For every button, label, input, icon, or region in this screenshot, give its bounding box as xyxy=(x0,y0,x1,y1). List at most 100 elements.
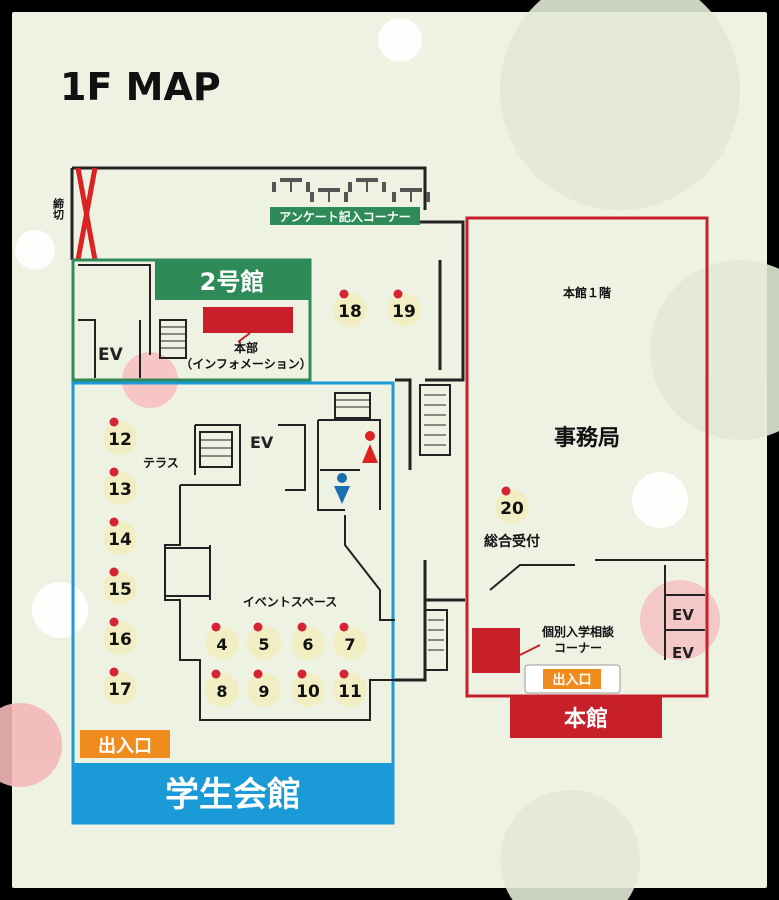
booth-dot-icon xyxy=(253,622,263,632)
booth-dot-icon xyxy=(109,417,119,427)
booth-marker xyxy=(333,673,367,707)
booth-17[interactable]: 17 xyxy=(103,667,137,706)
booth-dot-icon xyxy=(253,669,263,679)
booth-dot-icon xyxy=(297,669,307,679)
booth-dot-icon xyxy=(393,289,403,299)
table-icons xyxy=(272,178,430,202)
booth-16[interactable]: 16 xyxy=(103,617,137,656)
event-space-label: イベントスペース xyxy=(243,595,338,609)
booth-marker xyxy=(333,293,367,327)
booth-marker xyxy=(247,626,281,660)
booth-number: 20 xyxy=(500,499,524,519)
booth-marker xyxy=(205,673,239,707)
office-label: 事務局 xyxy=(554,425,620,451)
booth-number: 9 xyxy=(258,682,269,701)
student-hall-entrance-badge xyxy=(80,730,170,758)
booth-number: 12 xyxy=(108,430,132,450)
building2-banner xyxy=(155,260,310,300)
booth-19[interactable]: 19 xyxy=(387,289,421,328)
booth-14[interactable]: 14 xyxy=(103,517,137,556)
consultation-label-2: コーナー xyxy=(554,641,602,655)
consultation-desk xyxy=(472,628,520,673)
booth-number: 6 xyxy=(302,635,313,654)
booth-dot-icon xyxy=(109,567,119,577)
booth-20[interactable]: 20 xyxy=(495,486,529,525)
ev-student-hall: EV xyxy=(250,433,274,452)
main-entrance-badge xyxy=(543,669,601,689)
terrace-label: テラス xyxy=(143,456,179,470)
booth-marker xyxy=(103,471,137,505)
booth-number: 10 xyxy=(296,682,320,702)
booth-number: 4 xyxy=(216,635,227,654)
restroom-men-icon xyxy=(334,473,350,504)
booth-8[interactable]: 8 xyxy=(205,669,239,708)
booth-15[interactable]: 15 xyxy=(103,567,137,606)
booth-7[interactable]: 7 xyxy=(333,622,367,661)
student-hall-banner xyxy=(73,763,393,823)
blocked-marker xyxy=(75,167,98,261)
booth-number: 14 xyxy=(108,530,132,550)
booth-marker xyxy=(291,673,325,707)
stairs-building2 xyxy=(159,319,187,359)
booth-4[interactable]: 4 xyxy=(205,622,239,661)
booth-marker xyxy=(387,293,421,327)
booth-marker xyxy=(205,626,239,660)
booth-dot-icon xyxy=(109,617,119,627)
booth-dot-icon xyxy=(109,467,119,477)
student-hall-label: 学生会館 xyxy=(165,775,301,815)
restroom-women-icon xyxy=(362,431,378,463)
booth-marker xyxy=(291,626,325,660)
booth-12[interactable]: 12 xyxy=(103,417,137,456)
booth-marker xyxy=(333,626,367,660)
survey-corner-banner xyxy=(270,207,420,225)
blocked-label: 締切 xyxy=(52,197,65,221)
booth-marker xyxy=(495,490,529,524)
hq-sublabel: （インフォメーション） xyxy=(180,356,311,371)
hq-desk xyxy=(203,307,293,333)
stairs-corridor xyxy=(424,394,446,651)
ev-building2: EV xyxy=(98,345,124,365)
booth-number: 11 xyxy=(338,682,362,702)
booth-dot-icon xyxy=(339,289,349,299)
building2-label: 2号館 xyxy=(200,268,265,296)
reception-label: 総合受付 xyxy=(484,533,540,550)
booth-number: 15 xyxy=(108,580,132,600)
map-title: 1F MAP xyxy=(60,65,221,109)
booth-number: 5 xyxy=(258,635,269,654)
booth-number: 13 xyxy=(108,480,132,500)
booth-11[interactable]: 11 xyxy=(333,669,367,708)
booth-13[interactable]: 13 xyxy=(103,467,137,506)
main-building-banner xyxy=(510,696,662,738)
booth-marker xyxy=(103,621,137,655)
hq-label: 本部 xyxy=(234,340,258,355)
booth-10[interactable]: 10 xyxy=(291,669,325,708)
main-floor-label: 本館１階 xyxy=(563,285,611,300)
booth-marker xyxy=(103,421,137,455)
booth-dot-icon xyxy=(211,669,221,679)
booth-number: 17 xyxy=(108,680,132,700)
booth-number: 19 xyxy=(392,302,416,322)
booth-marker xyxy=(103,571,137,605)
booth-dot-icon xyxy=(339,669,349,679)
booth-number: 7 xyxy=(344,635,355,654)
ev-main-1: EV xyxy=(672,606,694,624)
ev-main-2: EV xyxy=(672,644,694,662)
booth-number: 16 xyxy=(108,630,132,650)
booth-dot-icon xyxy=(339,622,349,632)
corridor-walls xyxy=(70,166,465,682)
booth-dot-icon xyxy=(211,622,221,632)
booth-18[interactable]: 18 xyxy=(333,289,367,328)
main-entrance-label: 出入口 xyxy=(552,672,591,688)
main-building-label: 本館 xyxy=(564,706,608,732)
booth-6[interactable]: 6 xyxy=(291,622,325,661)
booth-9[interactable]: 9 xyxy=(247,669,281,708)
booth-dot-icon xyxy=(501,486,511,496)
survey-corner-label: アンケート記入コーナー xyxy=(279,209,411,224)
booth-marker xyxy=(103,521,137,555)
student-hall-entrance-label: 出入口 xyxy=(98,735,152,757)
booth-5[interactable]: 5 xyxy=(247,622,281,661)
booth-marker xyxy=(247,673,281,707)
student-hall-walls xyxy=(164,419,395,721)
